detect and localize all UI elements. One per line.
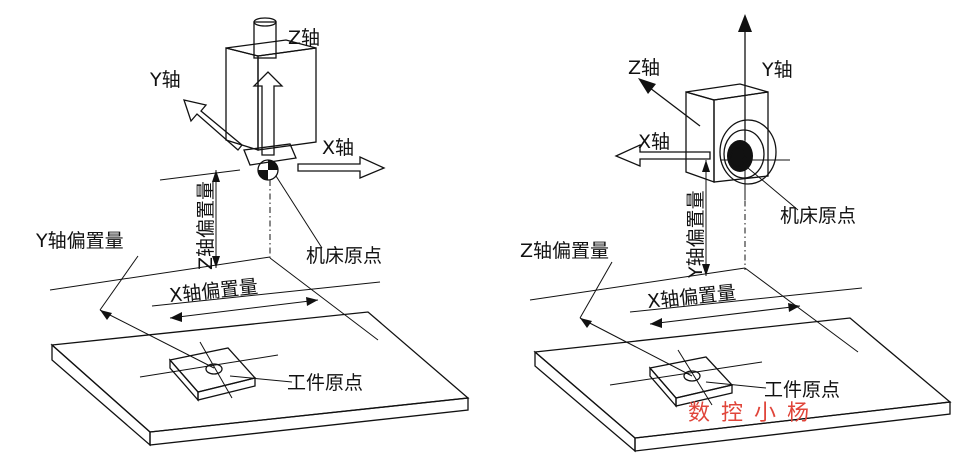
left-y-axis-label: Y轴 — [149, 69, 181, 91]
right-y-offset-label: Y轴偏置量 — [685, 190, 707, 279]
left-figure: Z轴 Y轴 X轴 Z轴偏置量 Y轴偏置量 X轴偏置量 机床原点 工件原点 — [35, 17, 470, 447]
left-z-arrow — [252, 71, 284, 156]
left-work-origin-mark — [205, 363, 223, 375]
left-work-origin-label: 工件原点 — [287, 372, 363, 394]
right-work-origin-mark — [683, 370, 701, 382]
right-table — [533, 317, 952, 453]
right-y-axis-label: Y轴 — [761, 59, 793, 81]
left-table — [50, 311, 470, 447]
left-x-offset-label: X轴偏置量 — [168, 276, 259, 307]
left-y-offset-label: Y轴偏置量 — [35, 230, 124, 252]
right-x-arrow — [614, 143, 711, 167]
right-spindle-head — [685, 83, 790, 200]
left-spindle-head — [225, 17, 317, 181]
right-work-origin-label: 工件原点 — [764, 379, 840, 401]
watermark-text: 数 控 小 杨 — [688, 401, 811, 426]
right-workpiece — [609, 349, 763, 408]
left-x-axis-label: X轴 — [322, 137, 354, 159]
left-z-axis-label: Z轴 — [288, 27, 320, 49]
right-x-offset-label: X轴偏置量 — [646, 282, 737, 313]
left-workpiece — [139, 341, 279, 402]
right-figure: Z轴 Y轴 X轴 Y轴偏置量 Z轴偏置量 X轴偏置量 机床原点 工件原点 — [520, 14, 952, 453]
right-machine-origin-label: 机床原点 — [780, 205, 856, 227]
left-x-arrow — [297, 155, 386, 179]
left-z-offset-label: Z轴偏置量 — [195, 181, 217, 270]
right-z-axis-label: Z轴 — [628, 57, 660, 79]
right-z-arrow — [649, 87, 701, 127]
left-ref-line — [49, 256, 271, 291]
right-z-offset-label: Z轴偏置量 — [520, 240, 609, 262]
right-x-axis-label: X轴 — [638, 131, 670, 153]
left-y-arrow — [183, 99, 243, 151]
left-machine-origin-label: 机床原点 — [306, 245, 382, 267]
